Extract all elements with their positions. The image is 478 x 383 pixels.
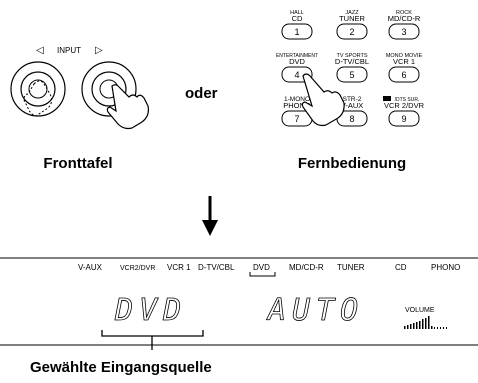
key-7-mode: 1-MONO — [284, 96, 310, 103]
key-6-mode: MONO MOVIE — [386, 53, 423, 59]
key-3-number: 3 — [401, 27, 406, 37]
key-5-mode: TV SPORTS — [336, 53, 367, 59]
display-main-mode: AUTO — [266, 293, 364, 328]
key-2-mode: JAZZ — [345, 10, 359, 16]
volume-meter — [404, 316, 447, 329]
remote-key-7[interactable]: 1-MONO PHONO 7 — [281, 96, 313, 127]
key-2-name: TUNER — [339, 14, 365, 23]
display-source-md-cdr: MD/CD-R — [289, 263, 324, 272]
key-4-mode: ENTERTAINMENT — [276, 53, 318, 59]
key-1-mode: HALL — [290, 10, 304, 16]
display-source-v-aux: V-AUX — [78, 263, 103, 272]
display-source-vcr2-dvr: VCR2/DVR — [120, 265, 155, 272]
dolby-logo-icon — [383, 96, 391, 101]
key-5-number: 5 — [349, 70, 354, 80]
key-2-number: 2 — [349, 27, 354, 37]
input-right-arrow: ▷ — [95, 45, 103, 56]
key-1-number: 1 — [294, 27, 299, 37]
key-4-name: DVD — [289, 57, 305, 66]
display-source-cd: CD — [395, 263, 407, 272]
display-source-dtv-cbl: D-TV/CBL — [198, 263, 235, 272]
key-9-name: VCR 2/DVR — [384, 101, 425, 110]
volume-label: VOLUME — [405, 307, 435, 314]
remote-key-5[interactable]: TV SPORTS D-TV/CBL 5 — [335, 53, 369, 83]
display-source-vcr1: VCR 1 — [167, 263, 191, 272]
key-3-name: MD/CD-R — [388, 14, 421, 23]
front-panel: ◁ INPUT ▷ Fronttafel — [10, 45, 149, 172]
main-text-bracket — [101, 330, 204, 337]
key-8-mode: STR-2 — [343, 96, 362, 103]
display-main-source: DVD — [114, 293, 187, 328]
key-9-mode: /DTS SUR. — [395, 97, 420, 103]
remote-key-2[interactable]: JAZZ TUNER 2 — [336, 10, 368, 40]
display-source-dvd: DVD — [253, 263, 270, 272]
key-8-name: V-AUX — [341, 101, 364, 110]
input-label: INPUT — [57, 46, 81, 55]
key-6-name: VCR 1 — [393, 57, 415, 66]
hand-icon — [106, 84, 149, 130]
input-left-arrow: ◁ — [36, 45, 44, 56]
selected-source-indicator — [249, 272, 276, 277]
key-5-name: D-TV/CBL — [335, 57, 369, 66]
selected-input-caption: Gewählte Eingangsquelle — [30, 359, 212, 376]
key-9-number: 9 — [401, 114, 406, 124]
oder-label: oder — [185, 85, 218, 102]
input-knob-left[interactable] — [10, 61, 66, 117]
key-1-name: CD — [292, 14, 303, 23]
key-7-number: 7 — [294, 114, 299, 124]
display-source-tuner: TUNER — [337, 263, 365, 272]
remote-key-1[interactable]: HALL CD 1 — [281, 10, 313, 40]
remote-key-6[interactable]: MONO MOVIE VCR 1 6 — [386, 53, 423, 83]
remote-control: HALL CD 1 JAZZ TUNER 2 ROCK MD/CD-R 3 EN… — [276, 10, 425, 172]
down-arrow-icon — [202, 196, 218, 236]
key-6-number: 6 — [401, 70, 406, 80]
input-knob-right[interactable] — [81, 61, 149, 130]
key-4-number: 4 — [294, 70, 299, 80]
display-source-phono: PHONO — [431, 263, 460, 272]
hand-hint-icon — [23, 80, 53, 117]
front-panel-caption: Fronttafel — [43, 155, 112, 172]
remote-key-3[interactable]: ROCK MD/CD-R 3 — [388, 10, 421, 40]
remote-caption: Fernbedienung — [298, 155, 406, 172]
key-3-mode: ROCK — [396, 10, 412, 16]
key-7-name: PHONO — [283, 101, 311, 110]
remote-key-9[interactable]: /DTS SUR. VCR 2/DVR 9 — [383, 96, 425, 127]
remote-hand-icon — [301, 73, 345, 127]
receiver-display: V-AUX VCR2/DVR VCR 1 D-TV/CBL DVD MD/CD-… — [0, 257, 478, 350]
key-8-number: 8 — [349, 114, 354, 124]
